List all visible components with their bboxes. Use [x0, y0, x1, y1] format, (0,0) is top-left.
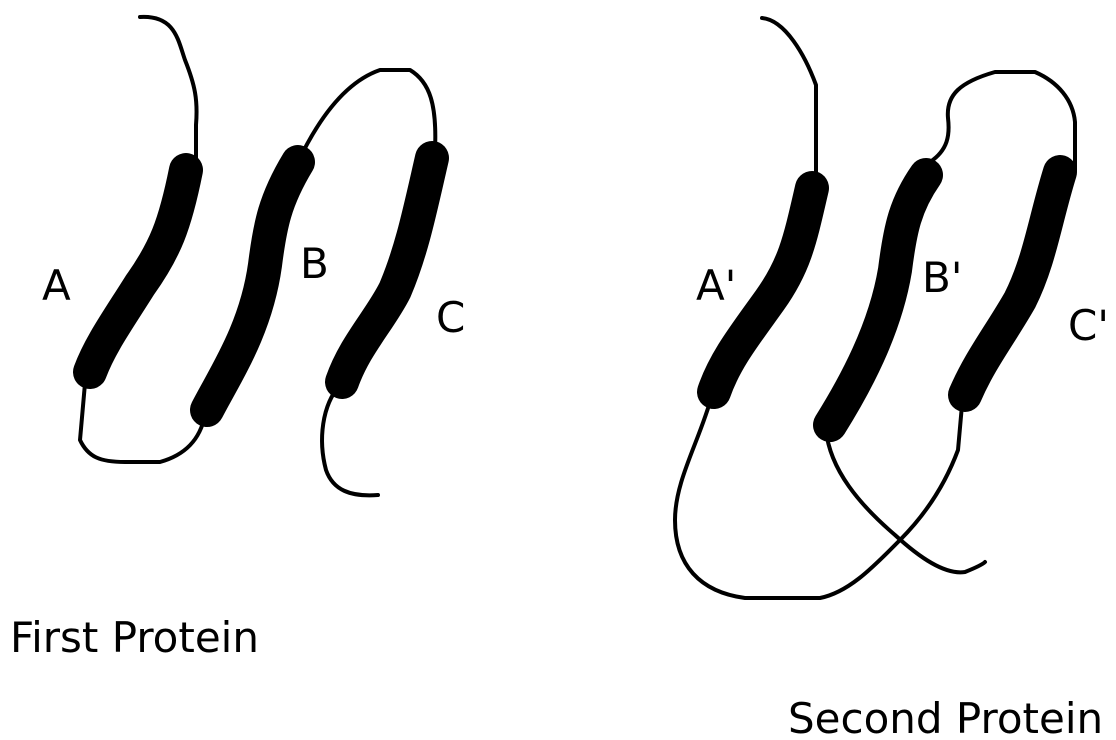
strand-b-prime: [830, 175, 926, 425]
second-n-terminal-loop: [762, 18, 816, 182]
strand-label-b-prime: B': [922, 253, 962, 302]
strand-label-c-prime: C': [1068, 301, 1109, 350]
second-protein: A' B' C' Second Protein: [675, 18, 1109, 740]
first-loop-b-c: [298, 70, 435, 162]
strand-b: [207, 162, 298, 410]
strand-label-b: B: [300, 239, 329, 288]
second-loop-b-c: [930, 72, 1075, 170]
first-n-terminal-loop: [140, 17, 197, 165]
strand-a: [90, 170, 186, 372]
first-protein: A B C First Protein: [10, 17, 465, 662]
first-protein-title: First Protein: [10, 613, 259, 662]
strand-label-a-prime: A': [696, 261, 736, 310]
strand-c: [342, 158, 432, 382]
first-c-terminal-loop: [322, 385, 378, 495]
strand-label-a: A: [42, 261, 71, 310]
second-protein-title: Second Protein: [788, 694, 1103, 740]
second-c-terminal-loop: [826, 430, 985, 572]
strand-label-c: C: [436, 293, 465, 342]
strand-c-prime: [965, 172, 1060, 395]
